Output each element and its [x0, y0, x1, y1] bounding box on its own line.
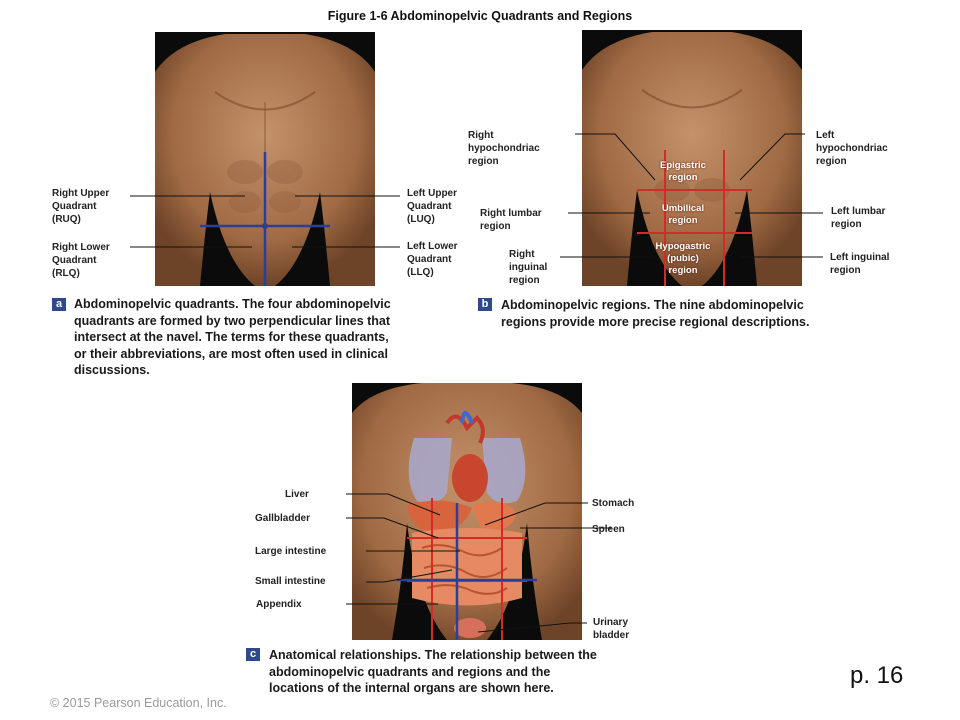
page-number: p. 16 — [850, 662, 904, 689]
label-liver: Liver — [285, 489, 309, 500]
figure-title: Figure 1-6 Abdominopelvic Quadrants and … — [327, 9, 633, 23]
label-large-intestine: Large intestine — [255, 546, 327, 557]
label-small-intestine: Small intestine — [255, 576, 326, 587]
label-appendix: Appendix — [256, 599, 302, 610]
panel-a-caption: Abdominopelvic quadrants. The four abdom… — [74, 297, 391, 377]
panel-c-torso-image — [352, 383, 582, 640]
panel-c-badge: c — [246, 648, 260, 661]
bladder-shape — [454, 618, 486, 638]
label-gallbladder: Gallbladder — [255, 513, 311, 524]
panel-b-badge: b — [478, 298, 492, 311]
heart-shape — [452, 454, 488, 502]
label-hypogastric: Hypogastric(pubic)region — [655, 241, 711, 276]
label-spleen: Spleen — [592, 524, 625, 535]
panel-a-torso-image — [155, 32, 375, 286]
torso-a-illustration — [155, 34, 375, 286]
panel-c-caption: Anatomical relationships. The relationsh… — [269, 648, 597, 695]
panel-b-caption: Abdominopelvic regions. The nine abdomin… — [501, 298, 810, 329]
torso-c-illustration — [352, 383, 582, 640]
label-stomach: Stomach — [592, 498, 635, 509]
left-lung-shape — [408, 438, 452, 504]
torso-b-illustration — [582, 32, 802, 286]
right-lung-shape — [482, 438, 526, 504]
copyright-notice: © 2015 Pearson Education, Inc. — [50, 696, 227, 710]
panel-a-badge: a — [52, 298, 66, 311]
